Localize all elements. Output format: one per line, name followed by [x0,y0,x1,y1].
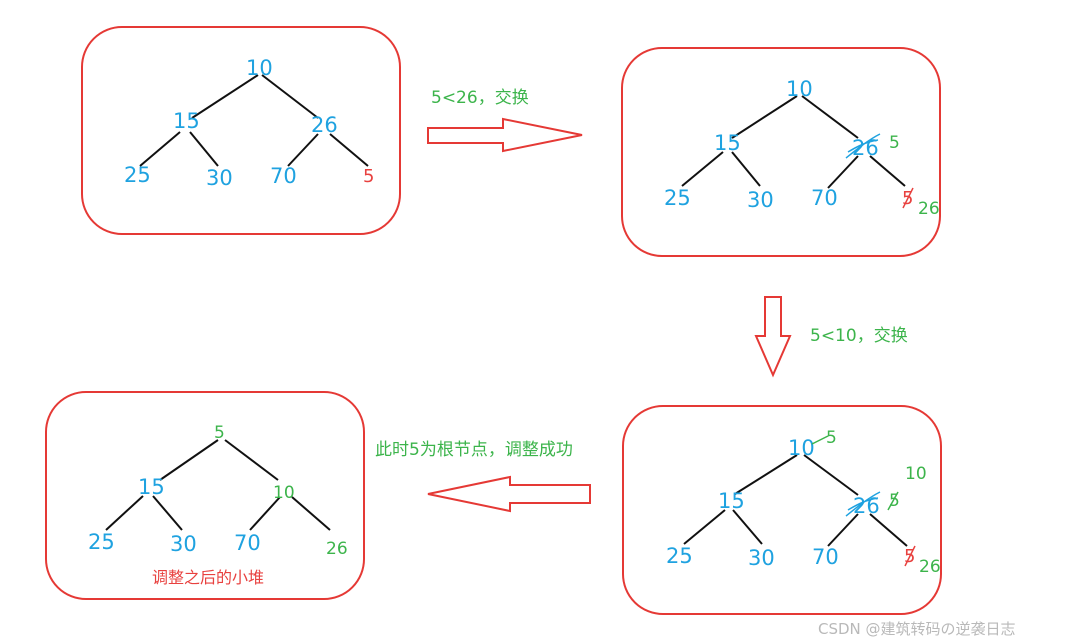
tree-edge [249,496,281,531]
tree-edge [105,495,144,531]
node-right-right: 26 [326,539,348,559]
node-left-left: 25 [88,530,115,554]
panel-caption: 调整之后的小堆 [152,568,264,587]
node-left-left: 25 [124,163,151,187]
tree-edge [139,131,181,167]
strike-mark [887,491,899,511]
tree-edge [683,509,726,545]
tree-edge [869,513,908,547]
tree-edge [869,155,906,187]
node-right-left: 70 [811,186,838,210]
node-left-left: 25 [664,186,691,210]
step1-label: 5<26，交换 [431,88,529,108]
panel-border [81,26,401,235]
step3-label: 此时5为根节点，调整成功 [375,440,573,460]
strike-mark [845,491,881,517]
node-root: 10 [246,56,273,80]
node-left-right: 30 [206,166,233,190]
tree-edge [191,74,259,119]
node-left: 15 [138,475,165,499]
node-root: 5 [214,423,225,443]
node-right-right-new-value: 26 [919,557,941,577]
node-right-left: 70 [270,164,297,188]
node-right-left: 70 [234,531,261,555]
panel-border [45,391,365,600]
panel-final-min-heap: 5 15 10 25 30 70 26 调整之后的小堆 [45,391,365,600]
node-right-right-new-value: 26 [918,199,940,219]
tree-edge [827,513,859,547]
watermark: CSDN @建筑转码の逆袭日志 [818,620,1016,638]
panel-after-second-swap: 10 5 15 26 5 10 25 30 70 5 26 [622,405,942,615]
tree-edge [734,454,798,495]
panel-border [622,405,942,615]
arrow-left [427,475,591,513]
node-left: 15 [714,131,741,155]
tree-edge [152,495,183,531]
node-left: 15 [173,109,200,133]
tree-edge [287,133,319,167]
node-right-new-value: 10 [905,464,927,484]
pointer-mark [811,435,829,445]
tree-edge [189,131,219,167]
strike-mark [904,545,916,567]
panel-after-first-swap: 10 15 26 5 25 30 70 5 26 [621,47,941,257]
tree-edge [731,151,761,187]
tree-edge [732,509,763,545]
node-right: 26 [853,494,880,518]
tree-edge [801,95,859,139]
node-right-new-value: 5 [889,133,900,153]
node-left-right: 30 [170,532,197,556]
node-right: 10 [273,483,295,503]
tree-edge [329,133,369,167]
panel-border [621,47,941,257]
arrow-right [427,117,583,153]
arrow-down [754,296,792,378]
panel-initial-heap: 10 15 26 25 30 70 5 [81,26,401,235]
tree-edge [731,95,798,139]
node-right-left: 70 [812,545,839,569]
node-right: 26 [311,113,338,137]
tree-edge [291,496,331,531]
strike-mark [902,187,914,209]
node-right-intermediate-value: 5 [889,491,900,511]
node-left-right: 30 [748,546,775,570]
tree-edge [827,155,859,189]
tree-edge [681,151,724,187]
node-root-new-value: 5 [826,428,837,448]
node-left: 15 [718,489,745,513]
node-right-right: 5 [363,166,374,187]
node-root: 10 [786,77,813,101]
tree-edge [261,74,319,119]
node-root: 10 [788,436,815,460]
step2-label: 5<10，交换 [810,326,908,346]
tree-edge [159,439,219,481]
strike-mark [845,133,881,159]
tree-edge [803,454,859,496]
node-left-left: 25 [666,544,693,568]
tree-edge [224,439,279,481]
node-left-right: 30 [747,188,774,212]
